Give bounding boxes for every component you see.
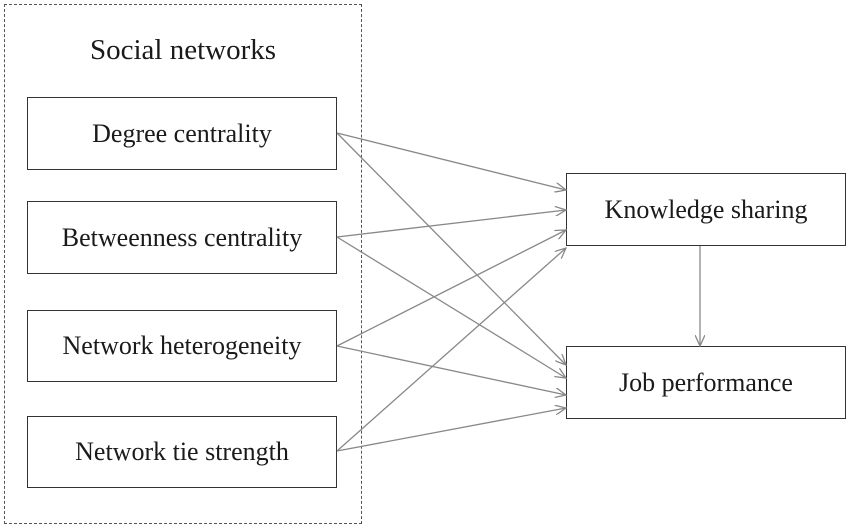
node-label: Betweenness centrality xyxy=(61,222,303,252)
node-job-performance: Job performance xyxy=(566,346,846,419)
group-title: Social networks xyxy=(89,34,277,66)
arrow-degree-centrality-to-knowledge-sharing xyxy=(336,132,566,190)
social-networks-group xyxy=(4,4,362,524)
arrow-network-tie-strength-to-job-performance xyxy=(336,408,566,452)
node-label: Network tie strength xyxy=(75,437,289,466)
arrow-network-tie-strength-to-knowledge-sharing xyxy=(336,248,566,452)
arrow-betweenness-centrality-to-knowledge-sharing xyxy=(336,210,566,238)
node-network-heterogeneity: Network heterogeneity xyxy=(27,310,337,382)
arrow-network-heterogeneity-to-knowledge-sharing xyxy=(336,230,566,347)
node-label: Network heterogeneity xyxy=(62,331,302,360)
arrow-network-heterogeneity-to-job-performance xyxy=(336,345,566,395)
node-betweenness-centrality: Betweenness centrality xyxy=(27,201,337,274)
node-network-tie-strength: Network tie strength xyxy=(27,416,337,488)
arrow-degree-centrality-to-job-performance xyxy=(336,132,566,365)
node-degree-centrality: Degree centrality xyxy=(27,97,337,170)
node-label: Knowledge sharing xyxy=(604,194,808,224)
arrow-betweenness-centrality-to-job-performance xyxy=(336,236,566,378)
node-label: Degree centrality xyxy=(92,118,272,148)
node-label: Job performance xyxy=(619,367,793,397)
